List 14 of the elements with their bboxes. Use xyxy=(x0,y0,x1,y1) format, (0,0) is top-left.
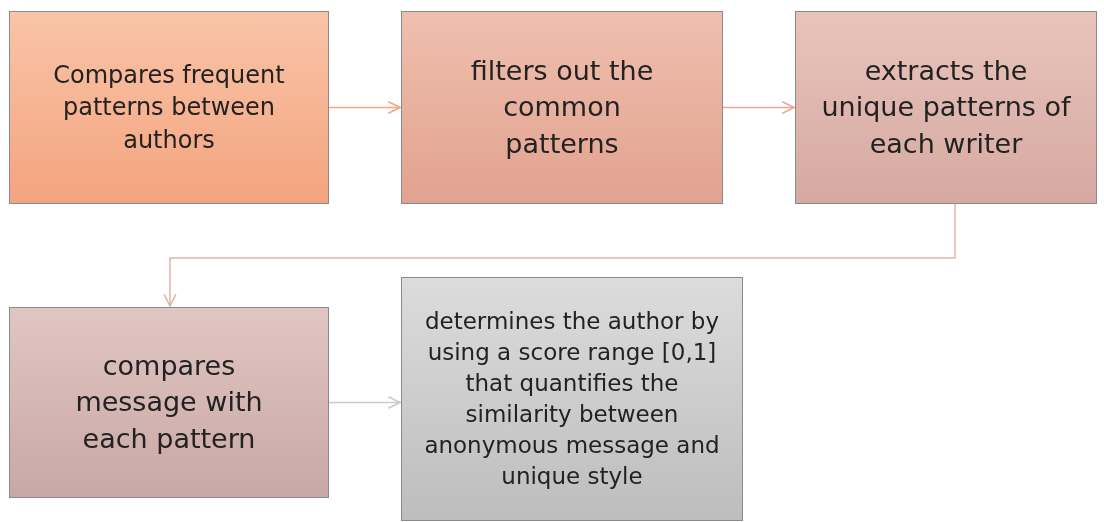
step-text: determines the author by using a score range [0,1] that quantifies the similarity between anonymous message and unique style xyxy=(423,306,721,492)
arrow xyxy=(722,100,795,115)
arrow xyxy=(163,203,956,307)
process-box xyxy=(401,277,743,521)
arrow xyxy=(328,100,401,115)
step-text: filters out the common patterns xyxy=(469,53,655,161)
process-box xyxy=(9,11,329,204)
step-text: Compares frequent patterns between authors xyxy=(52,59,286,156)
step-text: compares message with each pattern xyxy=(74,348,264,456)
process-box xyxy=(9,307,329,498)
arrow xyxy=(328,395,401,410)
step-text: extracts the unique patterns of each writer xyxy=(820,53,1072,161)
process-box xyxy=(401,11,723,204)
process-box xyxy=(795,11,1097,204)
